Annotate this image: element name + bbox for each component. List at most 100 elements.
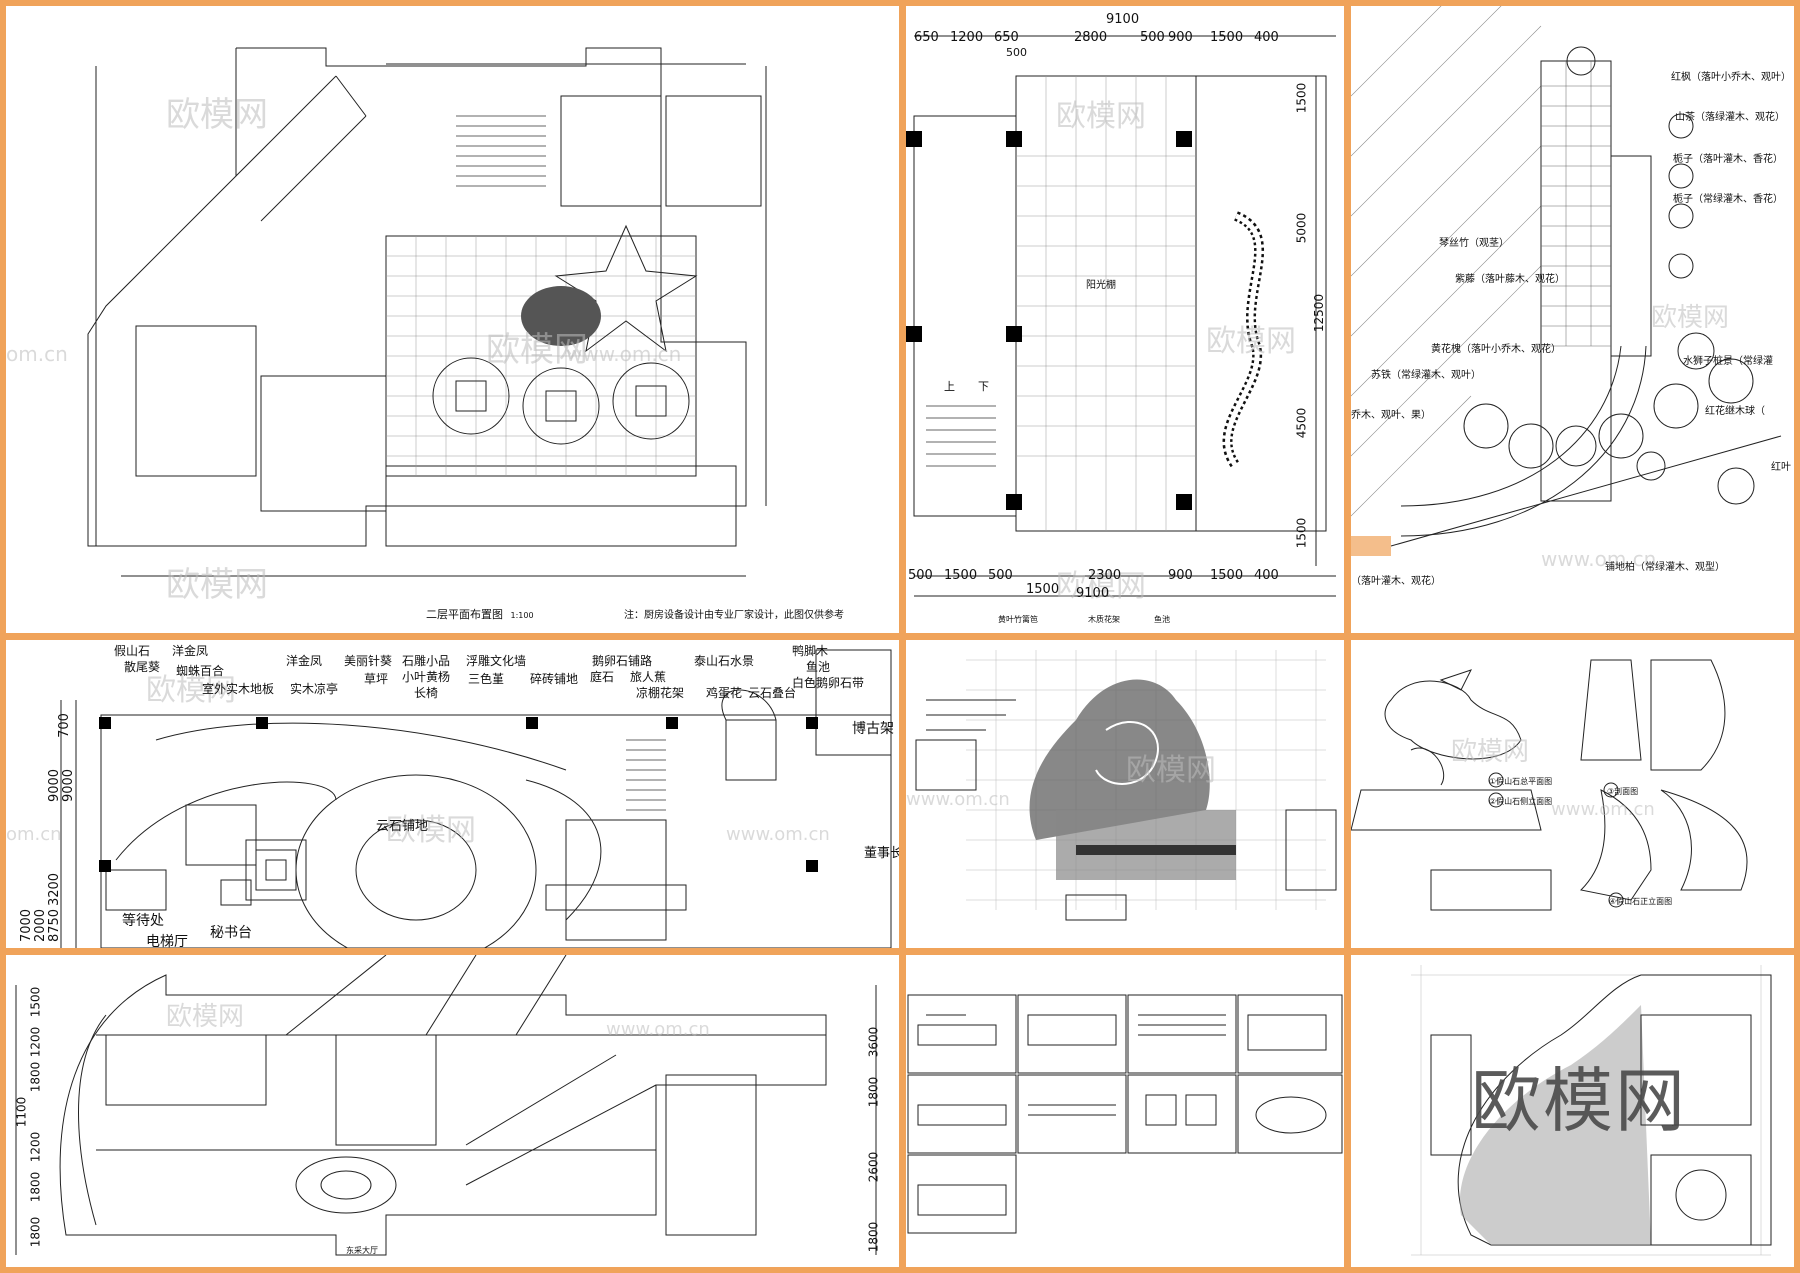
long-dim-left-5: 1200 bbox=[28, 1131, 43, 1163]
landscape-dim-1: 700 bbox=[56, 713, 72, 738]
landscape-label-4: 蜘蛛百合 bbox=[176, 664, 225, 678]
rockery-caption-1: ①假山石总平面图 bbox=[1489, 777, 1553, 786]
landscape-label-16: 鹅卵石铺路 bbox=[592, 654, 653, 668]
bottom-note-3: 鱼池 bbox=[1154, 615, 1170, 624]
landscape-label-1: 假山石 bbox=[114, 644, 151, 658]
plant-label-12: 红叶 bbox=[1771, 462, 1791, 473]
plant-label-6: 紫藤（落叶藤木、观花） bbox=[1455, 274, 1565, 285]
long-dim-left-3: 1800 bbox=[28, 1061, 43, 1093]
svg-text:om.cn: om.cn bbox=[6, 824, 62, 845]
landscape-label-9: 草坪 bbox=[364, 672, 389, 686]
plant-label-8: 苏铁（常绿灌木、观叶） bbox=[1371, 370, 1481, 381]
dim-total-bottom: 9100 bbox=[1076, 586, 1110, 601]
landscape-label-8: 美丽针葵 bbox=[344, 654, 393, 668]
planting-plan-drawing: 欧模网 www.om.cn bbox=[1351, 6, 1782, 571]
landscape-dim-4: 3200 bbox=[47, 872, 63, 907]
landscape-dim-2: 9000 bbox=[47, 768, 63, 803]
dim-right-2: 5000 bbox=[1294, 212, 1309, 244]
long-plan-panel: 欧模网 www.om.cn 1500 1200 1800 1100 1200 1… bbox=[6, 955, 899, 1267]
long-dim-left-4: 1100 bbox=[14, 1096, 29, 1128]
dim-top-3: 650 bbox=[994, 30, 1019, 45]
svg-text:欧模网: 欧模网 bbox=[1206, 324, 1296, 359]
rockery-caption-2: ②假山石侧立面图 bbox=[1489, 797, 1553, 806]
long-dim-right-3: 2600 bbox=[866, 1151, 881, 1183]
svg-text:欧模网: 欧模网 bbox=[1056, 99, 1146, 134]
terrace-plan-panel: 欧模网 欧模网 欧模网 9100 650 1200 650 2800 500 9… bbox=[906, 6, 1344, 633]
site-plan-drawing: 欧模网 www.om.cn bbox=[906, 650, 1337, 921]
dim-top-7: 1500 bbox=[1210, 30, 1244, 45]
garden-plan-drawing bbox=[1411, 965, 1772, 1256]
landscape-dim-7: 8750 bbox=[47, 908, 63, 943]
dim-right-5: 1500 bbox=[1294, 517, 1309, 549]
landscape-label-20: 泰山石水景 bbox=[694, 654, 755, 668]
dim-bottom-4: 2300 bbox=[1088, 568, 1122, 583]
landscape-right-label: 董事长室 bbox=[864, 846, 899, 861]
landscape-label-23: 鸭脚木 bbox=[792, 644, 829, 658]
long-dim-right-1: 3600 bbox=[866, 1026, 881, 1058]
landscape-label-12: 长椅 bbox=[414, 686, 439, 700]
landscape-dim-3: 9000 bbox=[61, 768, 77, 803]
svg-text:www.om.cn: www.om.cn bbox=[906, 789, 1010, 810]
landscape-label-25: 白色鹅卵石带 bbox=[792, 676, 865, 690]
stair-down: 下 bbox=[978, 380, 989, 393]
dim-top-6: 900 bbox=[1168, 30, 1193, 45]
room-label: 阳光棚 bbox=[1086, 280, 1116, 291]
landscape-bottom-3: 电梯厅 bbox=[146, 934, 188, 948]
dim-sub: 500 bbox=[1006, 46, 1027, 59]
dim-bottom-2: 1500 bbox=[944, 568, 978, 583]
long-dim-left-2: 1200 bbox=[28, 1026, 43, 1058]
landscape-label-18: 旅人蕉 bbox=[630, 670, 667, 684]
plant-label-11: 红花继木球（ bbox=[1705, 406, 1765, 417]
landscape-plan-drawing: 欧模网 欧模网 www.om.cn om.cn bbox=[6, 649, 892, 948]
garden-plan-panel: 欧模网 bbox=[1351, 955, 1794, 1267]
dim-right-3: 12500 bbox=[1312, 293, 1327, 333]
plant-label-10: 水狮子桩景（常绿灌 bbox=[1683, 356, 1773, 367]
rockery-caption-3: ③剖面图 bbox=[1607, 787, 1639, 796]
landscape-label-22: 云石叠台 bbox=[748, 686, 797, 700]
svg-text:欧模网: 欧模网 bbox=[146, 673, 236, 708]
plant-label-4: 栀子（常绿灌木、香花） bbox=[1673, 194, 1783, 205]
landscape-bottom-1: 等待处 bbox=[122, 913, 164, 929]
svg-text:www.om.cn: www.om.cn bbox=[566, 342, 681, 366]
landscape-plan-panel: 欧模网 欧模网 www.om.cn om.cn 假山石 洋金凤 散尾葵 蜘蛛百合… bbox=[6, 640, 899, 948]
landscape-center-label: 云石铺地 bbox=[376, 819, 429, 834]
svg-text:欧模网: 欧模网 bbox=[386, 813, 476, 848]
dim-bottom-7: 400 bbox=[1254, 568, 1279, 583]
floor-plan-title: 二层平面布置图 1:100 bbox=[426, 606, 534, 622]
long-dim-left-1: 1500 bbox=[28, 986, 43, 1018]
long-plan-drawing: 欧模网 www.om.cn bbox=[15, 955, 877, 1256]
plant-label-5: 琴丝竹（观茎） bbox=[1439, 238, 1509, 249]
svg-text:www.om.cn: www.om.cn bbox=[1541, 547, 1656, 571]
long-dim-right-2: 1800 bbox=[866, 1076, 881, 1108]
thumbnail-sheet-panel bbox=[906, 955, 1344, 1267]
landscape-label-10: 石雕小品 bbox=[402, 654, 451, 668]
dim-right-4: 4500 bbox=[1294, 407, 1309, 439]
long-dim-left-7: 1800 bbox=[28, 1216, 43, 1248]
floor-plan-note: 注：厨房设备设计由专业厂家设计，此图仅供参考 bbox=[624, 610, 844, 621]
long-dim-left-6: 1800 bbox=[28, 1171, 43, 1203]
landscape-label-17: 庭石 bbox=[590, 670, 615, 684]
landscape-label-5: 室外实木地板 bbox=[202, 682, 275, 696]
landscape-label-26: 博古架 bbox=[852, 721, 894, 737]
landscape-label-11: 小叶黄杨 bbox=[402, 670, 451, 684]
bottom-note-2: 木质花架 bbox=[1088, 615, 1120, 624]
stair-up: 上 bbox=[944, 380, 955, 393]
plant-label-1: 红枫（落叶小乔木、观叶） bbox=[1671, 72, 1791, 83]
plant-label-9: 乔木、观叶、果） bbox=[1351, 410, 1431, 421]
plant-label-14: （落叶灌木、观花） bbox=[1351, 576, 1441, 587]
long-bottom-label: 东采大厅 bbox=[346, 1246, 378, 1255]
plant-label-7: 黄花槐（落叶小乔木、观花） bbox=[1431, 344, 1561, 355]
rockery-detail-panel: 欧模网 www.om.cn ①假山石总平面图 ②假山石侧立面图 ③剖面图 ④假山… bbox=[1351, 640, 1794, 948]
landscape-label-7: 实木凉亭 bbox=[290, 682, 339, 696]
landscape-dim-6: 7000 bbox=[19, 908, 35, 943]
svg-text:om.cn: om.cn bbox=[6, 342, 68, 366]
landscape-label-24: 鱼池 bbox=[806, 660, 831, 674]
landscape-label-14: 三色堇 bbox=[468, 672, 505, 686]
landscape-label-19: 凉棚花架 bbox=[636, 686, 685, 700]
landscape-label-13: 浮雕文化墙 bbox=[466, 654, 527, 668]
dim-right-1: 1500 bbox=[1294, 82, 1309, 114]
plant-label-2: 山茶（落绿灌木、观花） bbox=[1675, 112, 1785, 123]
floor-plan-panel: 欧模网 欧模网 欧模网 om.cn www.om.cn 二层平面布置图 1:10… bbox=[6, 6, 899, 633]
svg-text:www.om.cn: www.om.cn bbox=[726, 824, 830, 845]
dim-bottom-5: 900 bbox=[1168, 568, 1193, 583]
